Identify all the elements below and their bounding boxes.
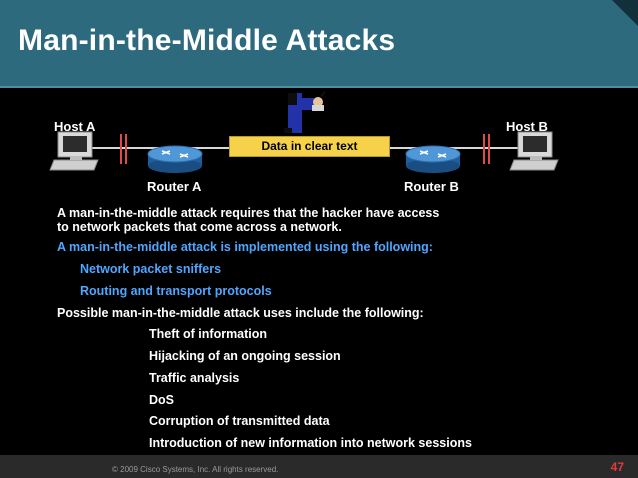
uses-item: DoS [149,393,174,407]
network-diagram: Host A Host B Router A Router B Data in … [0,88,638,200]
uses-heading: Possible man-in-the-middle attack uses i… [57,306,424,320]
intro-line-2: to network packets that come across a ne… [57,220,342,234]
intro-line-1: A man-in-the-middle attack requires that… [57,206,440,220]
implemented-item: Network packet sniffers [80,262,222,276]
uses-item: Hijacking of an ongoing session [149,349,341,363]
router-b-label: Router B [404,179,459,194]
hacker-icon [284,91,326,133]
host-a-computer-icon [49,131,99,171]
router-a-icon [147,145,203,173]
slide-footer: © 2009 Cisco Systems, Inc. All rights re… [0,455,638,478]
implemented-heading: A man-in-the-middle attack is implemente… [57,240,433,254]
host-b-label: Host B [506,119,548,134]
host-a-label: Host A [54,119,96,134]
router-b-icon [405,145,461,173]
header-corner-decoration [612,0,638,26]
uses-item: Traffic analysis [149,371,240,385]
host-b-computer-icon [509,131,559,171]
uses-item: Theft of information [149,327,268,341]
router-a-label: Router A [147,179,202,194]
copyright-text: © 2009 Cisco Systems, Inc. All rights re… [112,465,279,474]
uses-item: Introduction of new information into net… [149,436,472,450]
uses-item: Corruption of transmitted data [149,414,330,428]
implemented-item: Routing and transport protocols [80,284,272,298]
network-diagram-graphic [49,91,559,173]
slide-title: Man-in-the-Middle Attacks [18,24,396,57]
data-in-clear-text-label: Data in clear text [229,136,390,157]
page-number: 47 [610,460,624,474]
slide-header: Man-in-the-Middle Attacks [0,0,638,88]
